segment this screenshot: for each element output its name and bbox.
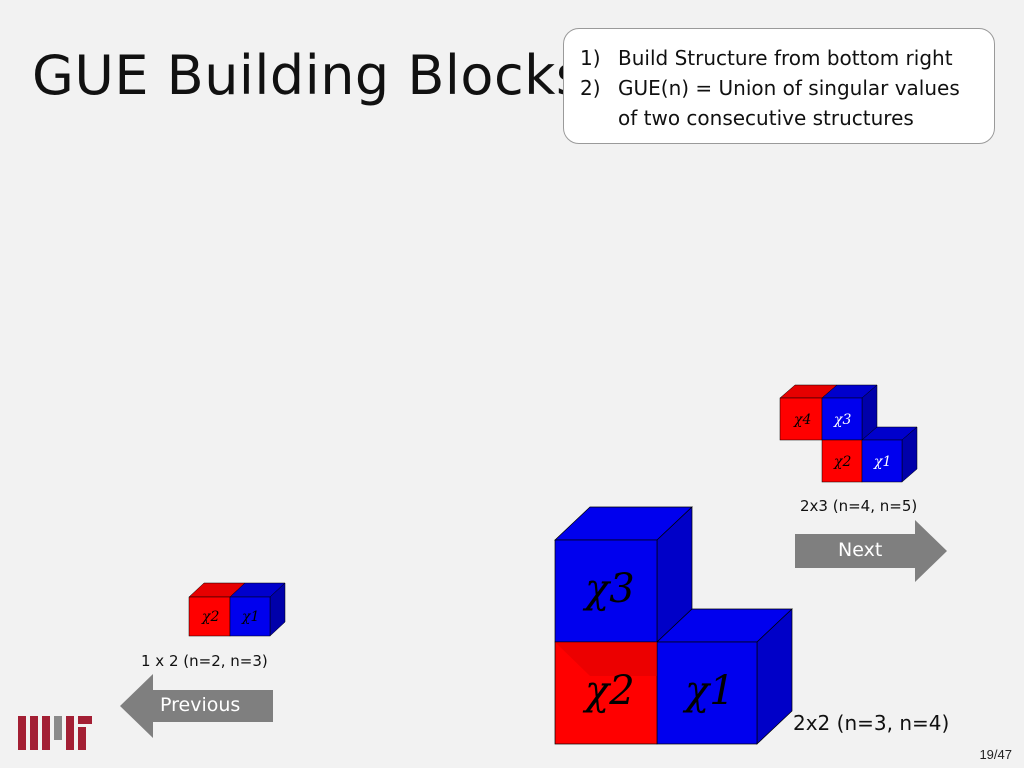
small-structure: χ2 χ1 <box>188 582 286 637</box>
next-structure-caption: 2x3 (n=4, n=5) <box>800 497 918 515</box>
instruction-item-2: 2) GUE(n) = Union of singular values of … <box>580 73 984 133</box>
label-chi2: χ2 <box>582 668 635 714</box>
cube-chi1 <box>229 596 271 637</box>
cube-chi1 <box>656 641 758 745</box>
instruction-item-1: 1) Build Structure from bottom right <box>580 43 984 73</box>
small-structure-caption: 1 x 2 (n=2, n=3) <box>141 652 268 670</box>
large-structure: χ3 χ2 χ1 <box>554 506 793 745</box>
next-label: Next <box>838 539 883 561</box>
cube-chi1 <box>861 439 903 483</box>
label-chi2: χ2 <box>833 454 851 470</box>
slide-title: GUE Building Blocks <box>32 44 585 107</box>
mit-logo <box>18 716 92 750</box>
cube-shadow <box>555 642 657 676</box>
label-chi2: χ2 <box>201 609 219 625</box>
instruction-number: 1) <box>580 46 601 70</box>
previous-label: Previous <box>160 694 241 716</box>
cube-chi3 <box>554 539 658 643</box>
cube-chi4 <box>779 397 823 441</box>
label-chi3: χ3 <box>833 412 851 428</box>
next-button[interactable]: Next <box>795 520 947 582</box>
right-arrow-icon <box>795 520 947 582</box>
label-chi3: χ3 <box>582 566 635 612</box>
cube-chi2 <box>188 596 231 637</box>
previous-button[interactable]: Previous <box>120 674 273 738</box>
label-chi4: χ4 <box>793 412 811 428</box>
label-chi1: χ1 <box>873 454 891 470</box>
next-structure: χ4 χ3 χ2 χ1 <box>779 384 918 483</box>
label-chi1: χ1 <box>241 609 259 625</box>
instruction-text: Build Structure from bottom right <box>618 46 953 70</box>
instructions-box: 1) Build Structure from bottom right 2) … <box>563 28 995 144</box>
page-number: 19/47 <box>979 747 1012 762</box>
cube-chi2 <box>821 439 863 483</box>
instruction-text: GUE(n) = Union of singular values of two… <box>618 76 960 130</box>
cube-chi3 <box>821 397 863 441</box>
cube-chi2 <box>554 641 658 745</box>
left-arrow-icon <box>120 674 273 738</box>
label-chi1: χ1 <box>682 668 735 714</box>
instruction-number: 2) <box>580 76 601 100</box>
large-structure-caption: 2x2 (n=3, n=4) <box>793 711 950 735</box>
